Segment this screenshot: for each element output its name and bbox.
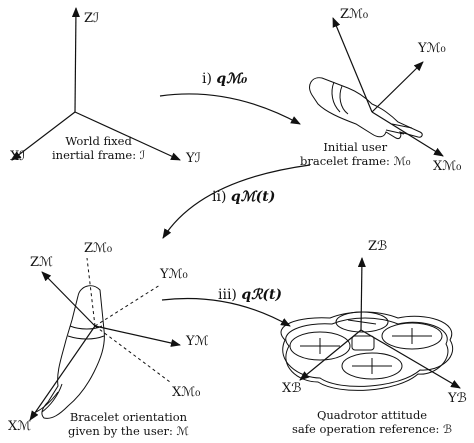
- bracelet-z0-label: Zℳ₀: [84, 241, 113, 256]
- bracelet-x0-label: Xℳ₀: [172, 385, 201, 400]
- bracelet-caption-line2: given by the user: ℳ: [68, 424, 189, 439]
- initial-caption-line2: bracelet frame: ℳ₀: [300, 154, 411, 169]
- world-caption-line1: World fixed: [65, 134, 132, 148]
- initial-caption: Initial user bracelet frame: ℳ₀: [300, 140, 410, 169]
- quad-y-label: Yℬ: [448, 391, 467, 406]
- arm-bracelet-drawing: [35, 285, 105, 419]
- transition-arrow-iii: [161, 297, 291, 327]
- quad-caption-line1: Quadrotor attitude: [316, 408, 428, 422]
- bracelet-x-label: Xℳ: [8, 419, 32, 434]
- bracelet-caption-line1: Bracelet orientation: [69, 410, 188, 424]
- bracelet-y-axis: [94, 325, 181, 347]
- initial-z-label: Zℳ₀: [340, 7, 369, 22]
- initial-y-axis: [371, 61, 424, 113]
- transition-ii-label: ii) qℳ(t): [212, 190, 275, 204]
- transition-i-label: i) qℳ₀: [202, 72, 247, 86]
- world-x-label: Xℐ: [10, 149, 26, 164]
- transition-arrow-i: [159, 93, 301, 125]
- world-y-label: Yℐ: [186, 151, 201, 166]
- bracelet-x-axis: [29, 325, 96, 421]
- transition-iii-label: iii) qℛ(t): [218, 288, 282, 302]
- quad-caption: Quadrotor attitude safe operation refere…: [292, 408, 452, 437]
- transition-i-symbol: qℳ₀: [216, 71, 248, 87]
- world-z-label: Zℐ: [84, 11, 100, 26]
- quad-x-label: Xℬ: [282, 381, 302, 396]
- quad-caption-line2: safe operation reference: ℬ: [292, 422, 453, 437]
- bracelet-z-axis: [41, 271, 96, 327]
- bracelet-x0-dashed-axis: [94, 325, 171, 383]
- hand-initial-drawing: [309, 77, 423, 139]
- transition-iii-step: iii): [218, 287, 237, 303]
- initial-caption-line1: Initial user: [323, 140, 388, 154]
- quad-z-label: Zℬ: [368, 239, 388, 254]
- bracelet-z0-dashed-axis: [86, 257, 96, 327]
- quad-z-axis: [357, 257, 366, 331]
- transition-i-step: i): [202, 71, 212, 87]
- initial-x-label: Xℳ₀: [433, 159, 462, 174]
- transition-ii-step: ii): [212, 189, 227, 205]
- transition-ii-symbol: qℳ(t): [230, 189, 276, 205]
- bracelet-y0-dashed-axis: [94, 284, 161, 327]
- transition-iii-symbol: qℛ(t): [241, 287, 283, 303]
- initial-z-axis: [332, 17, 373, 113]
- world-caption-line2: inertial frame: ℐ: [52, 148, 146, 163]
- quad-y-axis: [360, 329, 461, 389]
- bracelet-y0-label: Yℳ₀: [160, 267, 188, 282]
- bracelet-caption: Bracelet orientation given by the user: …: [68, 410, 189, 439]
- world-z-axis: [71, 7, 80, 113]
- world-x-axis: [11, 111, 76, 161]
- initial-y-label: Yℳ₀: [418, 41, 446, 56]
- bracelet-y-label: Yℳ: [186, 334, 209, 349]
- transition-arrow-ii: [162, 164, 311, 239]
- world-y-axis: [74, 111, 181, 161]
- quad-x-axis: [299, 329, 362, 381]
- bracelet-z-label: Zℳ: [30, 255, 53, 270]
- world-caption: World fixed inertial frame: ℐ: [52, 134, 145, 163]
- quadrotor-drawing: [280, 311, 454, 391]
